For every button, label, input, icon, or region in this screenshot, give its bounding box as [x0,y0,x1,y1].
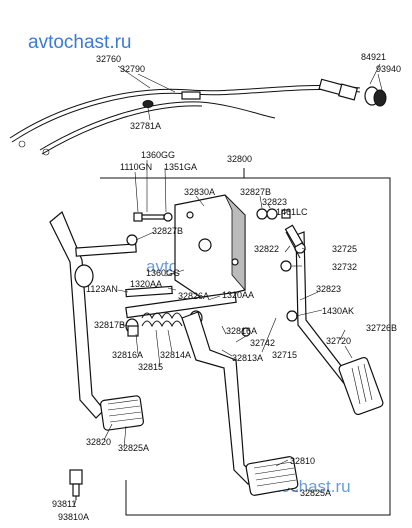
accelerator-cable [9,78,361,156]
cable-end-fitting-icon [364,86,387,107]
label-1320AA-left: 1320AA [130,279,162,289]
label-1351GA: 1351GA [164,162,197,172]
label-32827B-left: 32827B [152,226,183,236]
label-32720: 32720 [326,336,351,346]
label-32823-right: 32823 [316,284,341,294]
label-1430AK: 1430AK [322,306,354,316]
label-32817B: 32817B [94,320,125,330]
watermark-top: avtochast.ru [28,32,132,53]
label-32830A: 32830A [184,187,215,197]
label-1461LC: 1461LC [276,207,308,217]
assembly-frame [100,177,391,516]
stop-light-switch-icon [280,224,304,272]
label-93940: 93940 [376,64,401,74]
label-32725: 32725 [332,244,357,254]
label-1110GN: 1110GN [120,162,152,172]
label-32820: 32820 [86,437,111,447]
switch-connector-icon [69,469,83,500]
brake-pedal [181,311,299,496]
label-32826A: 32826A [178,291,209,301]
label-1123AN: 1123AN [86,284,118,294]
label-32825A-bottom: 32825A [300,488,331,498]
label-32810: 32810 [290,456,315,466]
label-32815: 32815 [138,362,163,372]
label-32781A: 32781A [130,121,161,131]
label-32816A-left: 32816A [112,350,143,360]
label-32760: 32760 [96,54,121,64]
pedal-bracket [174,194,246,301]
label-93810A: 93810A [58,512,89,522]
label-1360GG-mid: 1360GG [146,268,180,278]
accelerator-pedal [285,231,384,416]
label-32813A: 32813A [232,353,263,363]
label-32816A-mid: 32816A [226,326,257,336]
label-1320AA-right: 1320AA [222,290,254,300]
label-93811: 93811 [52,499,76,509]
label-32825A-left: 32825A [118,443,149,453]
nut-icon [127,209,291,337]
label-32800: 32800 [227,154,252,164]
label-32715: 32715 [272,350,297,360]
bolt-icon [133,212,165,222]
label-32827B-top: 32827B [240,187,271,197]
label-32732: 32732 [332,262,357,272]
label-32726B: 32726B [366,323,397,333]
label-32790: 32790 [120,64,145,74]
clutch-pedal [49,211,144,431]
label-84921: 84921 [361,52,386,62]
label-32742: 32742 [250,338,275,348]
label-32823-top: 32823 [262,197,287,207]
label-1360GG: 1360GG [141,150,175,160]
pedal-shaft [125,285,237,319]
label-32814A: 32814A [160,350,191,360]
label-32822: 32822 [254,244,279,254]
